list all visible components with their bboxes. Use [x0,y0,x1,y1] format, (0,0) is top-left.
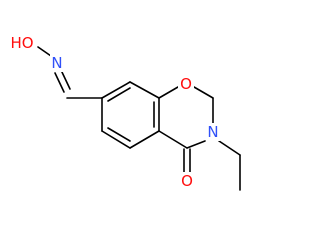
bond-n3-ethyl-ch2 [218,140,241,156]
bond-ring-c5-c6 [101,130,131,149]
bond-ring-c8-c8a [129,81,160,99]
ring-oxygen-label: O [180,75,192,93]
bond-c4-c4a [158,130,188,149]
bond-o-n-oxime [37,46,52,57]
bond-layer [37,46,241,191]
amide-nitrogen-label: N [207,123,218,141]
hydroxyl-label: HO [10,34,33,52]
bond-ring-c4a-c5 [129,130,160,149]
bond-n-c-oxime-double [54,72,65,93]
oxime-nitrogen-label: N [51,54,62,72]
bond-ring-c7-c8-inner [107,87,131,102]
bond-o1-c2 [193,86,214,99]
bond-n3-c4 [186,140,206,149]
bond-c8a-o1 [158,86,179,99]
benzoxazinone-oxime-structure: HO N O N O [8,33,241,191]
bond-ring-c5-c6-inner [107,127,131,142]
carbonyl-oxygen-label: O [181,172,193,190]
atom-label-layer: HO N O N O [8,33,220,190]
bond-ring-c7-c8 [101,81,131,99]
bond-n-c-oxime [60,69,71,90]
